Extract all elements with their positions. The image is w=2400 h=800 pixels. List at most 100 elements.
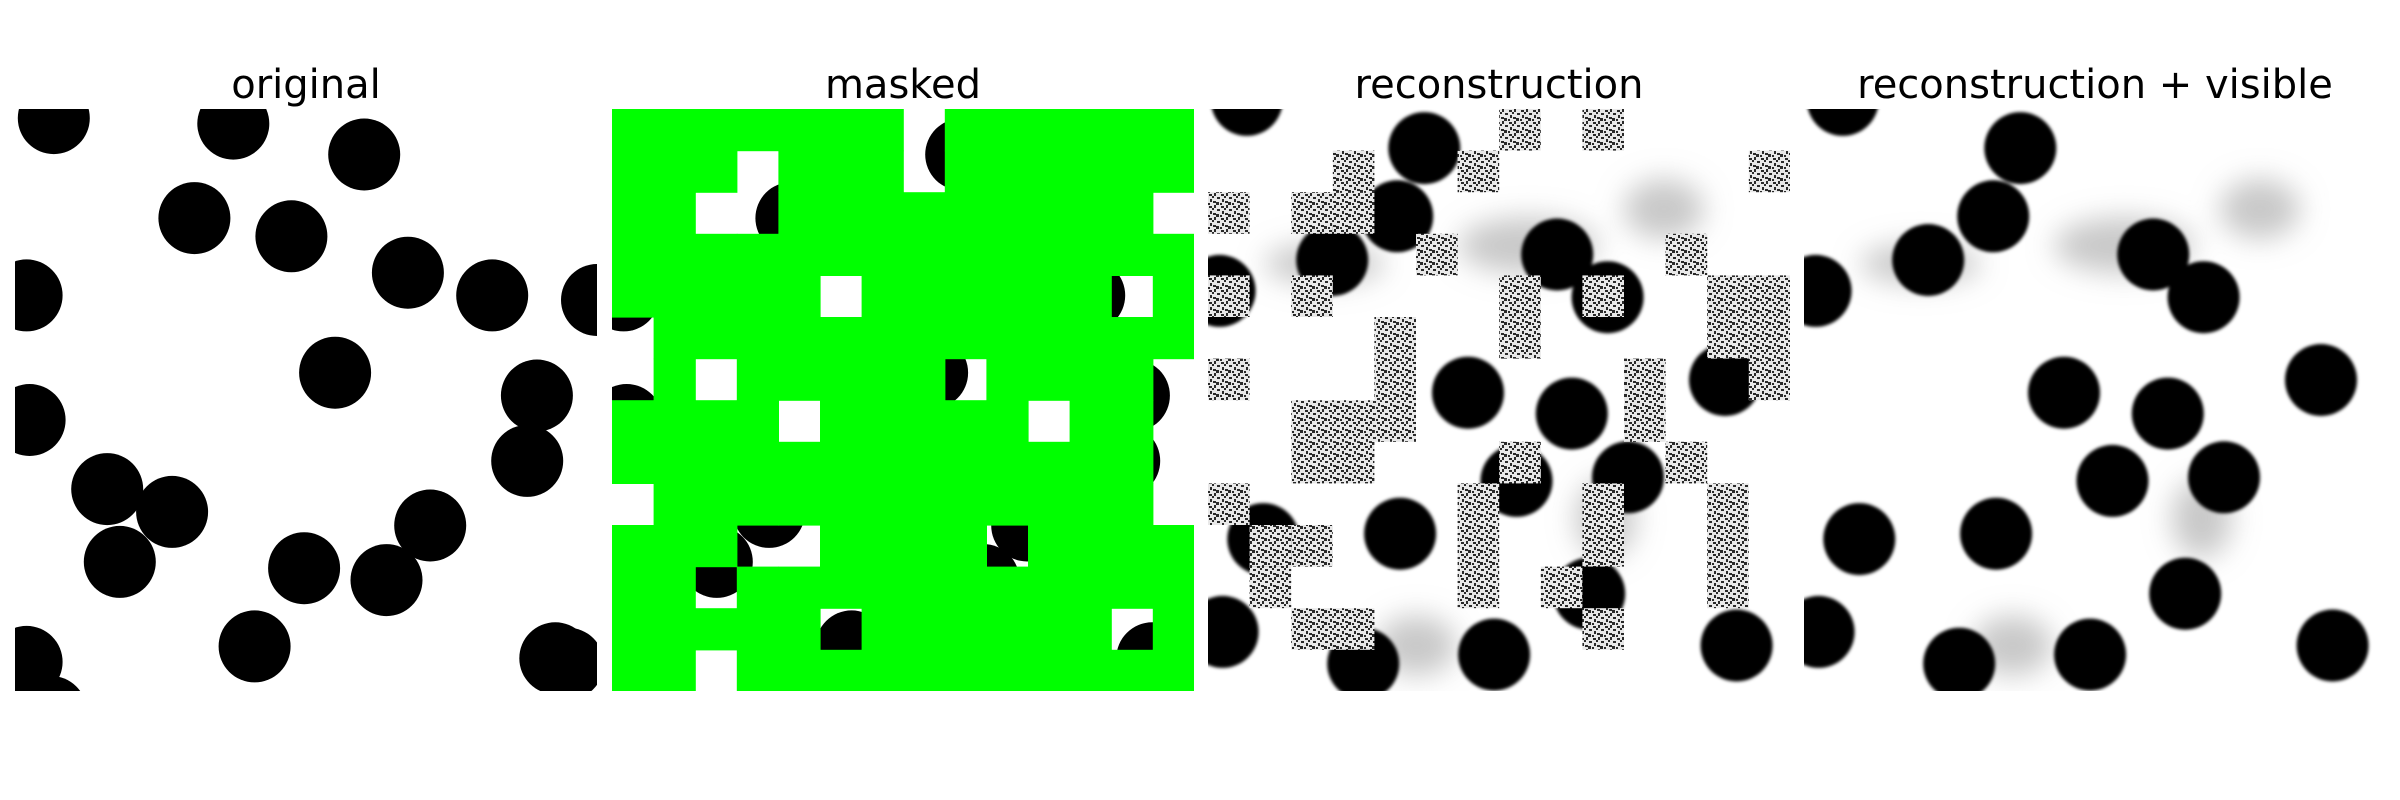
- mask-patch: [1028, 358, 1071, 401]
- noise-patch: [1208, 192, 1250, 234]
- mask-patch: [1069, 649, 1112, 691]
- original-disc: [561, 264, 597, 336]
- mask-patch: [1069, 233, 1112, 276]
- mask-patch: [695, 483, 738, 526]
- mask-patch: [612, 400, 655, 443]
- mask-patch: [653, 317, 696, 360]
- reconvis-disc: [2131, 377, 2204, 450]
- mask-patch: [861, 192, 904, 235]
- noise-patch: [1249, 566, 1292, 609]
- mask-patch: [861, 608, 904, 651]
- mask-patch: [1028, 566, 1071, 609]
- mask-patch: [861, 317, 904, 360]
- mask-patch: [653, 441, 696, 484]
- reconstruction-image: [1208, 109, 1790, 691]
- original-disc: [158, 182, 231, 255]
- mask-patch: [1028, 192, 1071, 235]
- mask-patch: [695, 109, 738, 152]
- mask-patch: [903, 608, 946, 651]
- noise-patch: [1291, 525, 1333, 567]
- mask-patch: [944, 649, 987, 691]
- noise-patch: [1540, 566, 1583, 609]
- noise-patch: [1707, 483, 1749, 525]
- mask-patch: [778, 150, 821, 193]
- mask-patch: [1028, 275, 1071, 318]
- original-disc: [491, 424, 564, 497]
- noise-patch: [1208, 483, 1250, 525]
- original-disc: [197, 109, 270, 160]
- noise-patch: [1374, 400, 1416, 442]
- mask-patch: [1111, 400, 1154, 443]
- original-disc: [136, 475, 209, 548]
- mask-patch: [736, 400, 779, 443]
- mask-patch: [944, 317, 987, 360]
- noise-patch: [1665, 441, 1708, 484]
- recon-disc: [1700, 609, 1773, 682]
- mask-patch: [653, 649, 696, 691]
- mask-patch: [1069, 483, 1112, 526]
- mask-patch: [986, 649, 1029, 691]
- mask-patch: [861, 109, 904, 152]
- mask-patch: [695, 150, 738, 193]
- mask-patch: [903, 649, 946, 691]
- mask-patch: [1152, 275, 1194, 318]
- mask-patch: [1111, 649, 1154, 691]
- mask-patch: [1111, 150, 1154, 193]
- noise-patches: [1208, 109, 1790, 650]
- mask-patch: [1152, 109, 1194, 152]
- original-disc: [299, 336, 372, 409]
- mask-patch: [1069, 109, 1112, 152]
- mask-patch: [1069, 192, 1112, 235]
- reconvis-disc: [2076, 444, 2149, 517]
- mask-patch: [736, 317, 779, 360]
- mask-patch: [820, 400, 863, 443]
- mask-patch: [778, 317, 821, 360]
- mask-patch: [1111, 192, 1154, 235]
- mask-patch: [1152, 317, 1194, 360]
- mask-patch: [1028, 233, 1071, 276]
- mask-patch: [653, 275, 696, 318]
- reconvis-disc: [1957, 180, 2030, 253]
- reconvis-disc: [1804, 595, 1855, 668]
- original-disc: [519, 622, 592, 691]
- mask-patch: [1069, 275, 1112, 318]
- mask-patch: [944, 233, 987, 276]
- mask-patch: [820, 441, 863, 484]
- noise-patch: [1707, 525, 1749, 567]
- recon-discs: [1208, 109, 1773, 691]
- mask-patch: [986, 608, 1029, 651]
- original-disc: [218, 610, 291, 683]
- noise-patch: [1499, 317, 1541, 359]
- mask-patch: [986, 150, 1029, 193]
- mask-patch: [861, 525, 904, 568]
- mask-patch: [653, 400, 696, 443]
- mask-patch: [903, 566, 946, 609]
- mask-patch: [861, 483, 904, 526]
- noise-patch: [1582, 109, 1624, 151]
- mask-patch: [903, 525, 946, 568]
- mask-patch: [736, 275, 779, 318]
- mask-patch: [861, 566, 904, 609]
- mask-patch: [944, 150, 987, 193]
- reconvis-disc: [1960, 497, 2033, 570]
- noise-patch: [1582, 608, 1624, 650]
- noise-patch: [1582, 525, 1624, 567]
- mask-patch: [695, 400, 738, 443]
- mask-patch: [778, 649, 821, 691]
- reconstruction-plus-visible-image: [1804, 109, 2386, 691]
- mask-patch: [1028, 150, 1071, 193]
- panel-title-reconstruction-plus-visible: reconstruction + visible: [1857, 62, 2333, 108]
- mask-patch: [1069, 608, 1112, 651]
- mask-patch: [820, 358, 863, 401]
- mask-patch: [903, 317, 946, 360]
- mask-patch: [820, 233, 863, 276]
- mask-patch: [612, 233, 655, 276]
- recon-disc: [1432, 356, 1504, 429]
- reconvis-disc: [1923, 627, 1996, 691]
- mask-patch: [820, 150, 863, 193]
- mask-patch: [653, 566, 696, 609]
- noise-patch: [1665, 233, 1708, 276]
- mask-patch: [1069, 525, 1112, 568]
- mask-patch: [736, 649, 779, 691]
- reconvis-disc: [1804, 254, 1852, 327]
